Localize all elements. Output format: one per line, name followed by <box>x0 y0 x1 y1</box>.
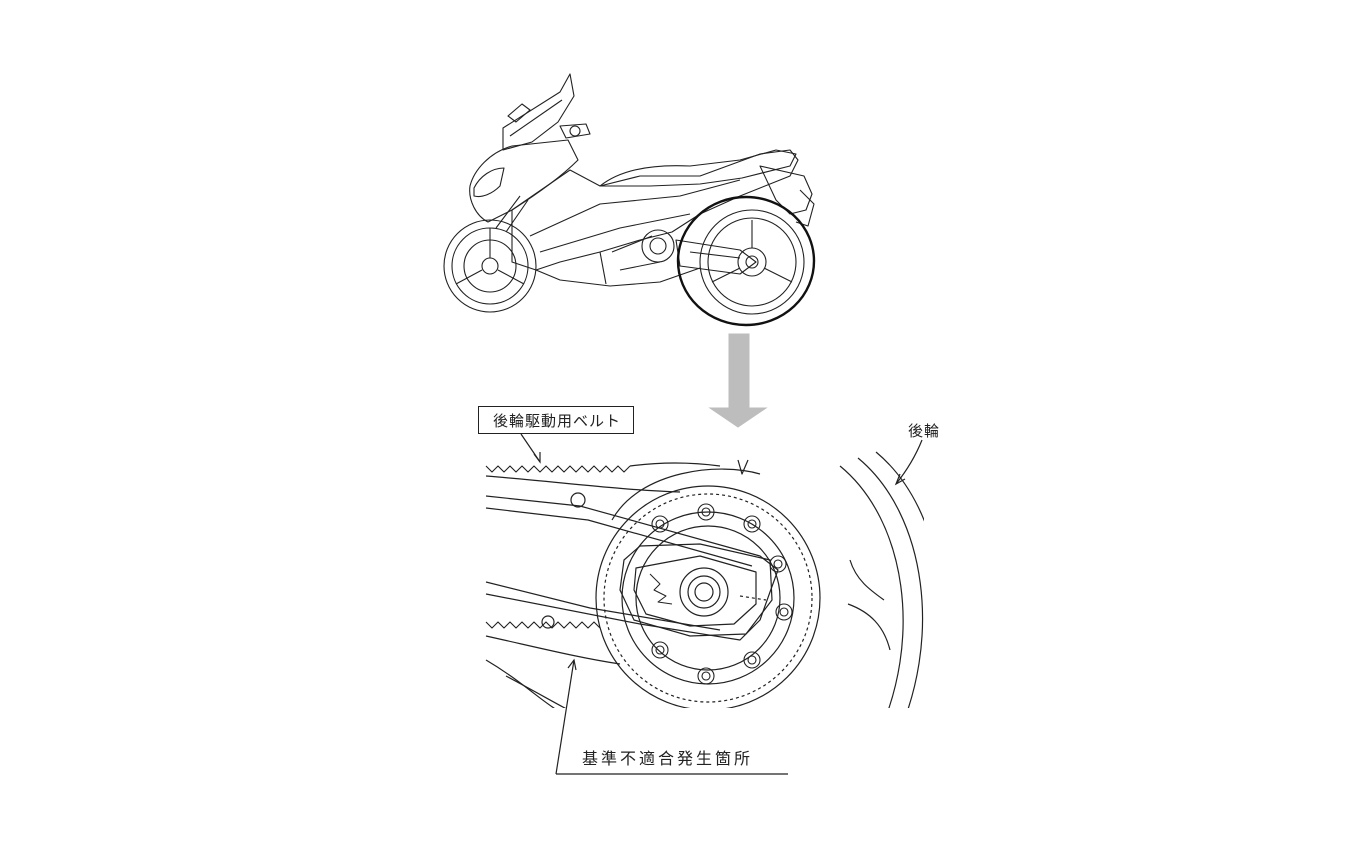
windscreen <box>502 73 575 151</box>
defect-location-label: 基準不適合発生箇所 <box>582 749 754 768</box>
upper-bracket <box>737 459 749 475</box>
leader-lines <box>520 433 923 775</box>
floorboard <box>535 267 701 287</box>
swingarm-plate <box>485 492 779 641</box>
rear-wheel-rim <box>839 451 924 708</box>
detail-drawing <box>485 451 924 708</box>
rear-wheel-overview <box>699 209 805 315</box>
rear-wheel-leader <box>895 439 923 485</box>
front-fork <box>495 195 529 233</box>
scooter-drawing <box>443 73 815 315</box>
engine <box>611 229 675 271</box>
swingarm <box>675 239 757 275</box>
defect-leader <box>555 659 575 775</box>
belt-label-box: 後輪駆動用ベルト <box>478 406 634 434</box>
front-cowl <box>469 139 579 223</box>
belt-bottom <box>485 621 621 708</box>
down-arrow-icon <box>708 333 768 428</box>
headlight <box>473 167 505 198</box>
front-wheel <box>443 219 537 313</box>
highlight-circle <box>676 195 816 327</box>
belt-top <box>485 462 721 493</box>
rear-pulley <box>595 468 821 708</box>
tail <box>759 165 813 215</box>
seat <box>599 149 797 187</box>
rear-wheel-label: 後輪 <box>908 422 941 440</box>
mirror <box>507 103 531 123</box>
side-panel <box>511 149 799 271</box>
belt-label: 後輪駆動用ベルト <box>492 412 621 430</box>
